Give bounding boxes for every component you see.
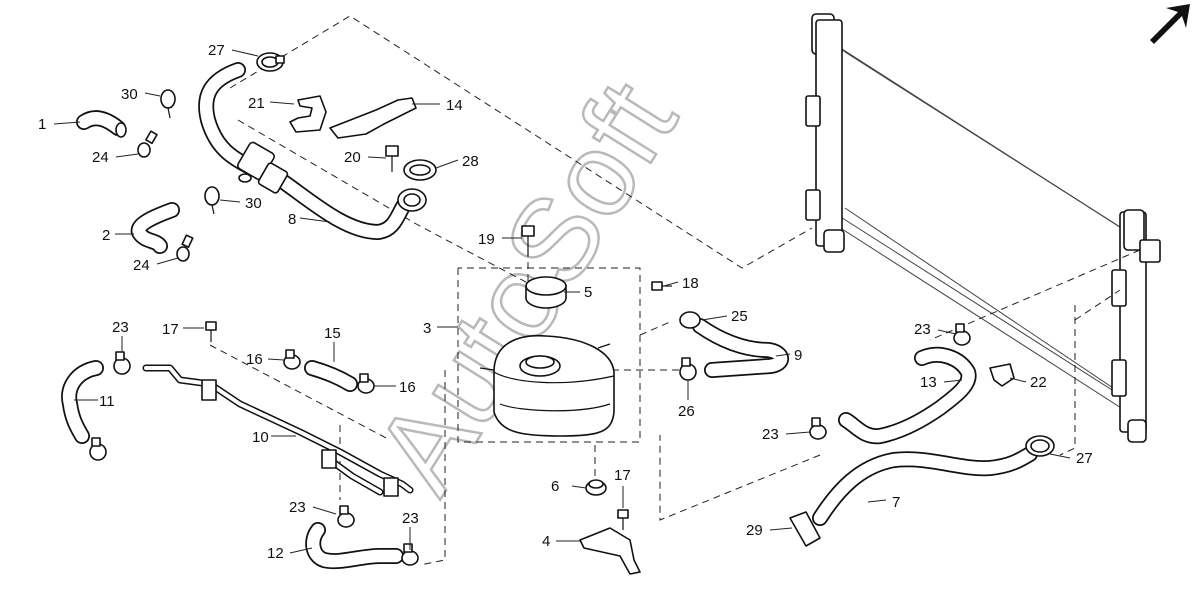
- callout-17-a: 17: [162, 321, 179, 338]
- callout-27-top: 27: [208, 42, 225, 59]
- callout-14: 14: [446, 97, 463, 114]
- clamp-16-a: [283, 349, 301, 370]
- part-17-bolt-b: [617, 509, 629, 530]
- arrow-up-right-icon: [1150, 4, 1190, 44]
- callout-5: 5: [584, 284, 592, 301]
- callout-25: 25: [731, 308, 748, 325]
- part-13-hose: [838, 346, 977, 445]
- callout-24-b: 24: [133, 257, 150, 274]
- callout-12: 12: [267, 545, 284, 562]
- clamp-29: [789, 511, 821, 547]
- bracket-14: [329, 97, 417, 139]
- part-2-hose: [130, 202, 180, 254]
- clamp-23-a: [113, 351, 131, 375]
- part-6-grommet: [585, 479, 607, 496]
- bolt-20: [385, 145, 399, 172]
- clamp-24-b: [176, 234, 194, 262]
- part-12-hose: [305, 522, 404, 570]
- callout-30-a: 30: [121, 86, 138, 103]
- callout-16-b: 16: [399, 379, 416, 396]
- clamp-24-a: [137, 130, 158, 158]
- part-15-hose: [304, 360, 358, 392]
- clamp-23-f: [809, 417, 827, 440]
- part-4-bracket: [579, 527, 641, 575]
- radiator: [805, 13, 1161, 443]
- part-22-clip: [989, 363, 1015, 387]
- callout-15: 15: [324, 325, 341, 342]
- clamp-30-a: [160, 89, 176, 119]
- callout-26: 26: [678, 403, 695, 420]
- callout-29: 29: [746, 522, 763, 539]
- part-19-bolt: [521, 225, 535, 256]
- clamp-23-d: [401, 543, 419, 566]
- callout-labels: 27 30 21 14 1 24 20 28 2 30 8 24 19 18 5…: [38, 42, 1093, 562]
- leader-lines: [53, 49, 1071, 554]
- part-18-screw: [651, 281, 672, 291]
- callout-24-a: 24: [92, 149, 109, 166]
- callout-6: 6: [551, 478, 559, 495]
- clamp-27-top: [256, 52, 285, 72]
- callout-17-b: 17: [614, 467, 631, 484]
- callout-23-c: 23: [289, 499, 306, 516]
- callout-13: 13: [920, 374, 937, 391]
- clamp-30-b: [204, 186, 220, 215]
- callout-11: 11: [99, 393, 115, 410]
- callout-20: 20: [344, 149, 361, 166]
- clamp-26: [679, 357, 697, 381]
- part-11-hose: [61, 360, 104, 444]
- part-5-cap: [525, 276, 567, 309]
- callout-7: 7: [892, 494, 900, 511]
- clamp-28: [403, 159, 437, 181]
- clamp-23-b: [89, 437, 107, 461]
- callout-1: 1: [38, 116, 46, 133]
- clamp-23-e: [953, 323, 971, 346]
- callout-23-d: 23: [402, 510, 419, 527]
- callout-22: 22: [1030, 374, 1047, 391]
- callout-18: 18: [682, 275, 699, 292]
- part-9-hose: [679, 311, 789, 378]
- callout-28: 28: [462, 153, 479, 170]
- clamp-27-right: [1025, 435, 1055, 457]
- callout-23-a: 23: [112, 319, 129, 336]
- callout-9: 9: [794, 347, 802, 364]
- part-7-lower-hose: [812, 446, 1038, 526]
- callout-10: 10: [252, 429, 269, 446]
- callout-16-a: 16: [246, 351, 263, 368]
- callout-2: 2: [102, 227, 110, 244]
- callout-4: 4: [542, 533, 550, 550]
- part-3-tank: [479, 334, 615, 437]
- clamp-16-b: [357, 373, 375, 394]
- callout-27-right: 27: [1076, 450, 1093, 467]
- part-1-hose: [76, 110, 127, 138]
- part-17-bolt-a: [205, 321, 217, 342]
- assembly-lines: [209, 15, 1141, 566]
- part-8-upper-hose: [198, 62, 427, 240]
- callout-8: 8: [288, 211, 296, 228]
- callout-19: 19: [478, 231, 495, 248]
- callout-23-e: 23: [914, 321, 931, 338]
- callout-21: 21: [248, 95, 265, 112]
- callout-23-f: 23: [762, 426, 779, 443]
- callout-30-b: 30: [245, 195, 262, 212]
- part-10-pipe: [142, 364, 414, 497]
- callout-3: 3: [423, 320, 431, 337]
- clamp-23-c: [337, 505, 355, 528]
- clamp-21: [289, 95, 327, 133]
